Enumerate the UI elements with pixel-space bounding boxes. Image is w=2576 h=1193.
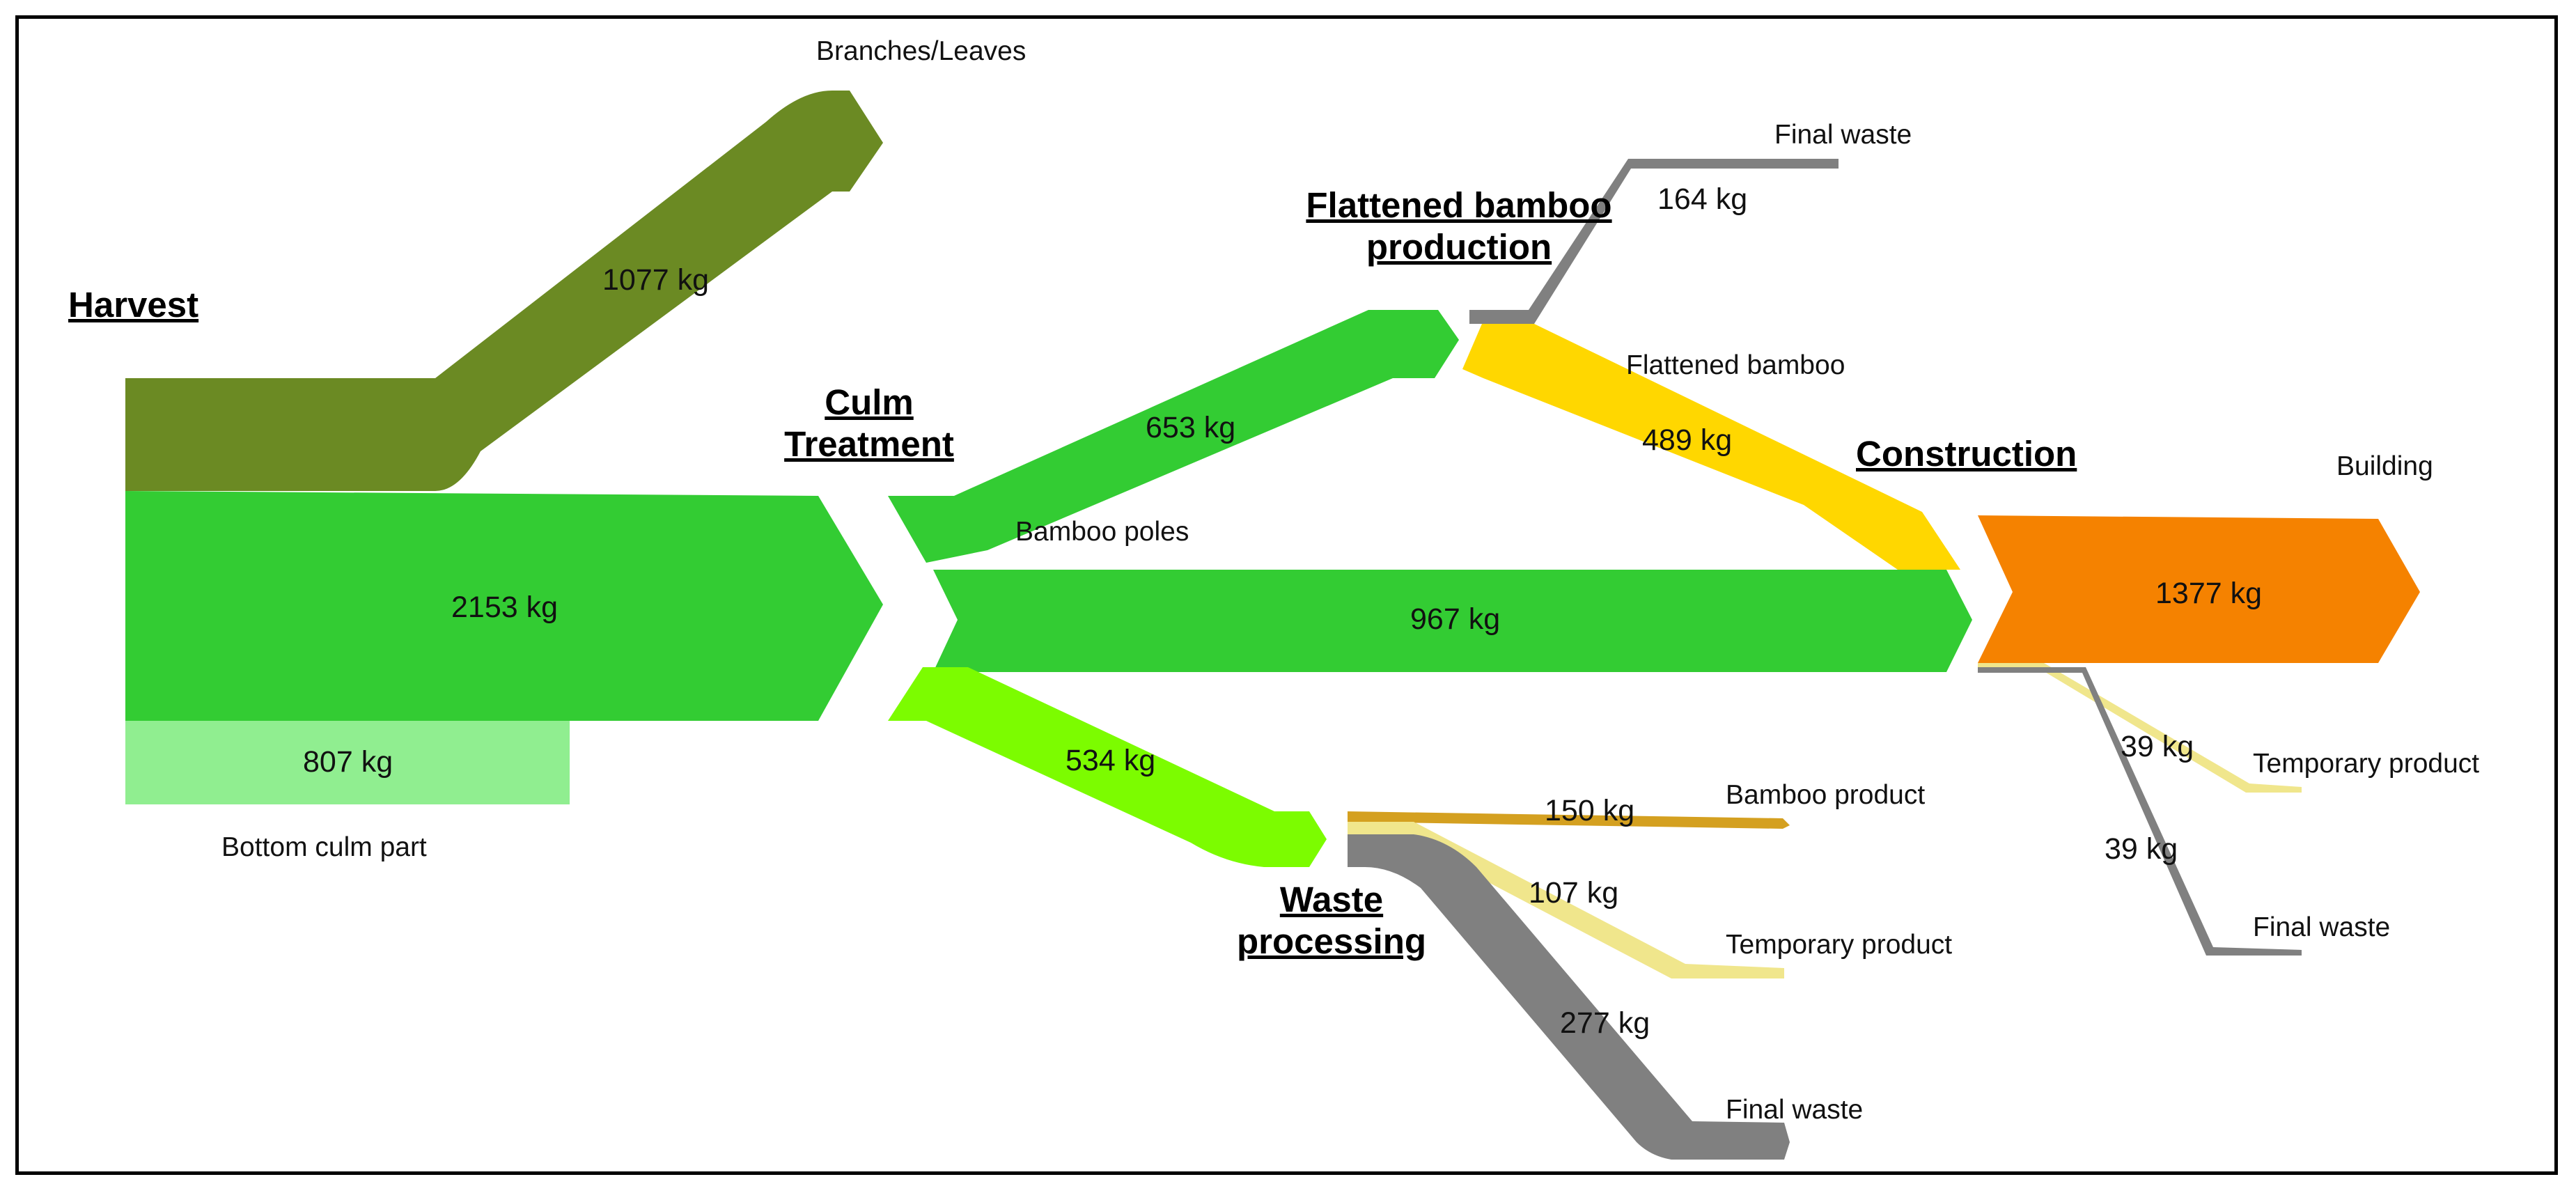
flow-value-waste-final-waste: 277 kg [1560,1006,1650,1040]
output-waste-final-waste: Final waste [1726,1095,1864,1125]
flow-value-flattened-production: 653 kg [1146,411,1236,444]
waste-bamboo-product-flow [1348,811,1790,829]
output-waste-bamboo-product: Bamboo product [1726,780,1926,810]
culm-treatment-input-flow [125,491,883,721]
bottom-culm-flow [125,721,570,804]
stage-construction: Construction [1856,434,2077,474]
flattened-production-flow [888,310,1459,563]
output-flattened-bamboo: Flattened bamboo [1626,350,1845,380]
flow-value-waste-bamboo-product: 150 kg [1545,794,1635,827]
output-construction-final-waste: Final waste [2253,912,2391,942]
stage-culm-treatment-line2: Treatment [784,424,954,464]
flow-value-waste-processing: 534 kg [1065,744,1156,777]
stage-waste-processing: Waste processing [1227,879,1436,962]
flow-value-waste-temporary-product: 107 kg [1529,876,1619,910]
stage-flattened-production-line2: production [1366,227,1552,267]
construction-temporary-flow [1978,663,2302,793]
output-branches-leaves: Branches/Leaves [816,36,1027,66]
stage-waste-processing-line1: Waste [1279,880,1384,919]
stage-harvest: Harvest [68,285,199,325]
stage-flattened-production: Flattened bamboo production [1285,185,1633,268]
flow-value-branches-leaves: 1077 kg [602,263,710,297]
flow-value-construction-temporary: 39 kg [2121,730,2194,763]
bamboo-poles-flow [933,570,1972,672]
flow-value-construction-final-waste: 39 kg [2105,832,2178,866]
output-bottom-culm-part: Bottom culm part [221,832,427,862]
flow-value-culm-treatment-input: 2153 kg [451,591,559,624]
stage-waste-processing-line2: processing [1236,921,1427,961]
building-flow [1978,515,2420,663]
flow-value-flattened-bamboo: 489 kg [1642,423,1733,457]
flow-value-flattened-final-waste: 164 kg [1657,182,1748,216]
output-construction-temporary: Temporary product [2253,749,2480,779]
stage-culm-treatment: Culm Treatment [772,382,967,465]
branches-leaves-flow [125,91,883,491]
waste-final-waste-flow [1348,834,1790,1160]
flow-value-bottom-culm: 807 kg [303,745,393,779]
flow-value-bamboo-poles: 967 kg [1410,602,1501,636]
stage-culm-treatment-line1: Culm [825,382,914,422]
output-bamboo-poles: Bamboo poles [1015,517,1189,547]
stage-flattened-production-line1: Flattened bamboo [1306,185,1612,225]
output-building: Building [2336,451,2433,481]
flattened-bamboo-flow [1462,324,1960,570]
flow-value-building: 1377 kg [2155,577,2263,610]
output-waste-temporary-product: Temporary product [1726,930,1953,960]
output-flattened-final-waste: Final waste [1774,120,1912,150]
diagram-frame [15,15,2558,1175]
waste-processing-flow [888,667,1327,867]
